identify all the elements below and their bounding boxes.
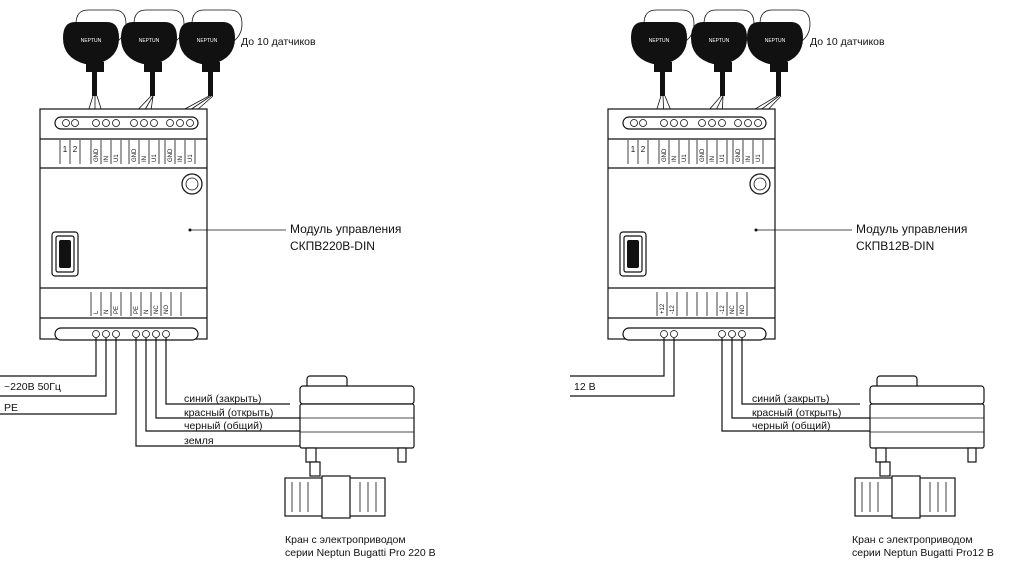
sensor-brand: NEPTUN xyxy=(197,38,218,44)
left-valve-label-1: Кран с электроприводом xyxy=(285,534,406,546)
terminal-label: IN xyxy=(710,156,716,162)
reset-knob xyxy=(749,173,771,195)
right-valve-label-2: серии Neptun Bugatti Pro12 В xyxy=(852,547,994,559)
wire-label: черный (общий) xyxy=(184,420,263,432)
terminal-label: GND xyxy=(662,148,668,162)
terminal-label: 1 xyxy=(63,145,68,154)
terminal-label: U1 xyxy=(152,154,158,162)
terminal-label: GND xyxy=(168,148,174,162)
left-pe-label: PE xyxy=(4,402,18,414)
power-switch-icon xyxy=(619,231,647,277)
wire-label: красный (открыть) xyxy=(184,407,273,419)
wire-label: синий (закрыть) xyxy=(752,393,829,405)
terminal-label: -12 xyxy=(670,305,676,314)
right-sensors-note: До 10 датчиков xyxy=(810,36,885,48)
terminal-label: IN xyxy=(746,156,752,162)
power-switch-icon xyxy=(51,231,79,277)
terminal-label: U1 xyxy=(756,154,762,162)
terminal-label: 2 xyxy=(641,145,646,154)
terminal-label: 2 xyxy=(73,145,78,154)
terminal-label: GND xyxy=(94,148,100,162)
left-valve-wires: синий (закрыть) красный (открыть) черный… xyxy=(135,338,300,447)
right-top-terminals xyxy=(630,119,762,127)
wire-label: черный (общий) xyxy=(752,420,831,432)
wire-label: синий (закрыть) xyxy=(184,393,261,405)
right-power-wires: 12 В xyxy=(570,338,675,397)
sensor-brand: NEPTUN xyxy=(765,38,786,44)
terminal-label: -12 xyxy=(720,305,726,314)
terminal-label: GND xyxy=(736,148,742,162)
terminal-label: NC xyxy=(154,305,160,314)
terminal-label: U1 xyxy=(114,154,120,162)
leak-sensor-icon: NEPTUN xyxy=(179,22,235,96)
terminal-label: 1 xyxy=(631,145,636,154)
terminal-label: N xyxy=(144,310,150,314)
right-bottom-labels: +12 -12 -12 NC NO xyxy=(656,292,748,316)
terminal-label: PE xyxy=(134,306,140,314)
sensor-brand: NEPTUN xyxy=(81,38,102,44)
leak-sensor-icon: NEPTUN xyxy=(747,22,803,96)
right-module-label-2: СКПВ12В-DIN xyxy=(856,239,934,253)
terminal-label: GND xyxy=(700,148,706,162)
terminal-label: L xyxy=(94,310,100,314)
right-top-labels: 1 2 GND IN U1 GND IN U1 GND IN U1 xyxy=(627,140,764,164)
terminal-label: U1 xyxy=(682,154,688,162)
leak-sensor-icon: NEPTUN xyxy=(121,22,177,96)
left-module-label-2: СКПВ220В-DIN xyxy=(290,239,375,253)
left-bottom-terminals xyxy=(92,330,170,338)
leak-sensor-icon: NEPTUN xyxy=(631,22,687,96)
left-top-labels: 1 2 GND IN U1 GND IN U1 GND IN U1 xyxy=(59,140,196,164)
terminal-label: GND xyxy=(132,148,138,162)
wire-label: земля xyxy=(184,435,214,447)
terminal-label: U1 xyxy=(188,154,194,162)
left-top-terminals xyxy=(62,119,194,127)
sensor-brand: NEPTUN xyxy=(649,38,670,44)
left-bottom-labels: L N PE PE N NC NO xyxy=(90,292,182,316)
right-valve-label-1: Кран с электроприводом xyxy=(852,534,973,546)
terminal-label: IN xyxy=(142,156,148,162)
left-valve-label-2: серии Neptun Bugatti Pro 220 В xyxy=(285,547,436,559)
left-sensors-note: До 10 датчиков xyxy=(241,36,316,48)
leak-sensor-icon: NEPTUN xyxy=(63,22,119,96)
terminal-label: PE xyxy=(114,306,120,314)
terminal-label: IN xyxy=(178,156,184,162)
terminal-label: N xyxy=(104,310,110,314)
right-module-label-1: Модуль управления xyxy=(856,222,967,236)
terminal-label: NO xyxy=(164,305,170,314)
left-power-wires: ~220В 50Гц PE xyxy=(0,338,117,415)
right-bottom-terminals xyxy=(660,330,746,338)
sensor-brand: NEPTUN xyxy=(139,38,160,44)
leak-sensor-icon: NEPTUN xyxy=(691,22,747,96)
left-diagram: NEPTUN NEPTUN NEPTUN До 10 датчиков xyxy=(0,9,436,559)
terminal-label: +12 xyxy=(660,303,666,314)
right-diagram: NEPTUN NEPTUN NEPTUN До 10 датчиков xyxy=(570,9,994,559)
terminal-label: NO xyxy=(740,305,746,314)
left-module-label-1: Модуль управления xyxy=(290,222,401,236)
valve-actuator-icon xyxy=(854,375,985,519)
sensor-brand: NEPTUN xyxy=(709,38,730,44)
right-valve-wires: синий (закрыть) красный (открыть) черный… xyxy=(721,338,870,432)
reset-knob xyxy=(181,173,203,195)
left-control-module: 1 2 GND IN U1 GND IN U1 GND IN U1 xyxy=(39,108,208,341)
right-control-module: 1 2 GND IN U1 GND IN U1 GND IN U1 xyxy=(607,108,776,341)
left-power-label: ~220В 50Гц xyxy=(4,381,61,393)
right-sensor-group: NEPTUN NEPTUN NEPTUN До 10 датчиков xyxy=(631,9,885,119)
terminal-label: IN xyxy=(104,156,110,162)
right-power-label: 12 В xyxy=(574,381,596,393)
terminal-label: IN xyxy=(672,156,678,162)
wire-label: красный (открыть) xyxy=(752,407,841,419)
left-sensor-group: NEPTUN NEPTUN NEPTUN До 10 датчиков xyxy=(63,9,316,119)
valve-actuator-icon xyxy=(284,375,415,519)
terminal-label: NC xyxy=(730,305,736,314)
terminal-label: U1 xyxy=(720,154,726,162)
